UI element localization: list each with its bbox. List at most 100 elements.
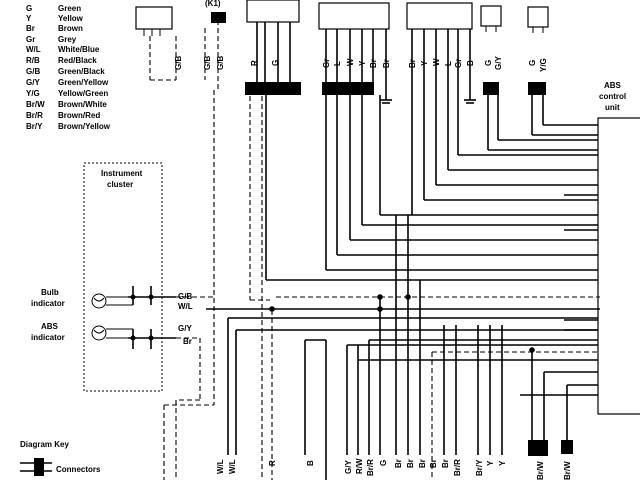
relay-label: (K1) [205,0,221,8]
connector-box-3 [406,2,473,30]
wire-label: Br [369,59,378,68]
bulb-indicator-label: indicator [31,299,65,308]
diagram-key-connectors: Connectors [56,465,101,474]
cluster-wire-label: Br [183,337,192,346]
connector-box-5 [527,6,549,28]
wire-label: G/B [216,56,225,70]
abs-indicator-label: ABS [41,322,59,331]
wire-label: Br [429,459,438,468]
colour-legend: G Green Y Yellow Br Brown Gr Grey W/L Wh… [26,4,111,131]
wire-label: Gr [454,59,463,68]
wire-label: L [333,61,342,66]
wire-label: G [528,60,537,66]
wire-label: Y [420,60,429,66]
wire-label: G/Y [344,460,353,474]
legend-code: W/L [26,45,41,54]
legend-name: Brown/Red [58,111,100,120]
connector-symbol-icon [20,458,52,476]
bottom-wire-labels: W/L W/L R B G/Y R/W Br/R G Br Br Br Br B… [216,458,572,480]
wire-label: G [379,460,388,466]
wire-label: W/L [216,459,225,474]
legend-name: Yellow [58,14,84,23]
wire-label: W [346,58,355,66]
connector-block [528,440,548,456]
connector-block [245,82,301,95]
bulb-indicator-label: Bulb [41,288,59,297]
wire-label: Br [441,459,450,468]
wire-label: G/B [174,56,183,70]
legend-code: R/B [26,56,40,65]
wire-label: R/W [355,458,364,474]
solid-wires [206,22,600,480]
connector-box-2 [318,2,390,30]
wire-label: G [484,60,493,66]
junctions [269,294,535,353]
abs-indicator-label: indicator [31,333,65,342]
wire-label: B [466,60,475,66]
top-connectors: (K1) [135,0,549,36]
legend-name: Red/Black [58,56,97,65]
wire-label: G [271,60,280,66]
wire-label: Y [498,460,507,466]
instrument-cluster: Instrument cluster Bulb indicator ABS in… [31,162,193,392]
abs-unit-label: control [599,92,626,101]
diagram-key: Diagram Key Connectors [20,440,101,476]
legend-name: Grey [58,35,77,44]
wire-label: Br [394,459,403,468]
wire-label: Y [358,60,367,66]
instrument-cluster-title: cluster [107,180,133,189]
abs-lamp-icon [91,325,133,341]
legend-name: White/Blue [58,45,100,54]
wire-label: R [268,460,277,466]
wire-label: Y/G [539,58,548,72]
legend-code: G [26,4,32,13]
legend-name: Brown/White [58,100,107,109]
wire-label: Br/W [536,461,545,480]
wire-label: R [250,60,259,66]
legend-name: Yellow/Green [58,89,108,98]
legend-code: G/Y [26,78,40,87]
wire-label: Br [408,59,417,68]
wire-label: L [444,61,453,66]
wire-label: W/L [228,459,237,474]
connector-box-1 [246,0,300,23]
instrument-cluster-outline [83,162,163,392]
connector-block [528,82,546,95]
legend-code: Y/G [26,89,40,98]
legend-code: Br/W [26,100,45,109]
abs-unit-label: ABS [604,81,622,90]
legend-name: Green/Yellow [58,78,109,87]
relay-k1 [211,12,226,23]
instrument-cluster-title: Instrument [101,169,143,178]
legend-name: Brown/Yellow [58,122,111,131]
bundle-connectors [245,82,573,456]
wire-label: Br/W [563,461,572,480]
legend-code: Br/R [26,111,43,120]
wire-label: Br [406,459,415,468]
wire-label: W [432,58,441,66]
wire-label: G/Y [494,56,503,70]
legend-code: G/B [26,67,40,76]
legend-name: Brown [58,24,83,33]
bulb-lamp-icon [91,293,133,309]
wire-label: Br [418,459,427,468]
connector-box-switch [135,6,173,30]
wire-label: Br [382,59,391,68]
abs-control-unit: ABS control unit [597,81,640,415]
abs-control-unit-box [597,117,640,415]
wire-label: B [306,460,315,466]
legend-code: Gr [26,35,35,44]
connector-block [561,440,573,454]
connector-block [322,82,374,95]
wire-label: Br/R [366,459,375,476]
legend-name: Green/Black [58,67,105,76]
cluster-wire-label: W/L [178,302,193,311]
legend-code: Br [26,24,35,33]
connector-box-4 [480,5,502,27]
top-wire-labels: G/B G/B G/B R G Gr L W Y Br Br Br Y W L … [174,56,548,72]
wire-label: Br/Y [475,459,484,476]
legend-name: Green [58,4,81,13]
wire-label: Gr [322,59,331,68]
connector-block [483,82,499,95]
